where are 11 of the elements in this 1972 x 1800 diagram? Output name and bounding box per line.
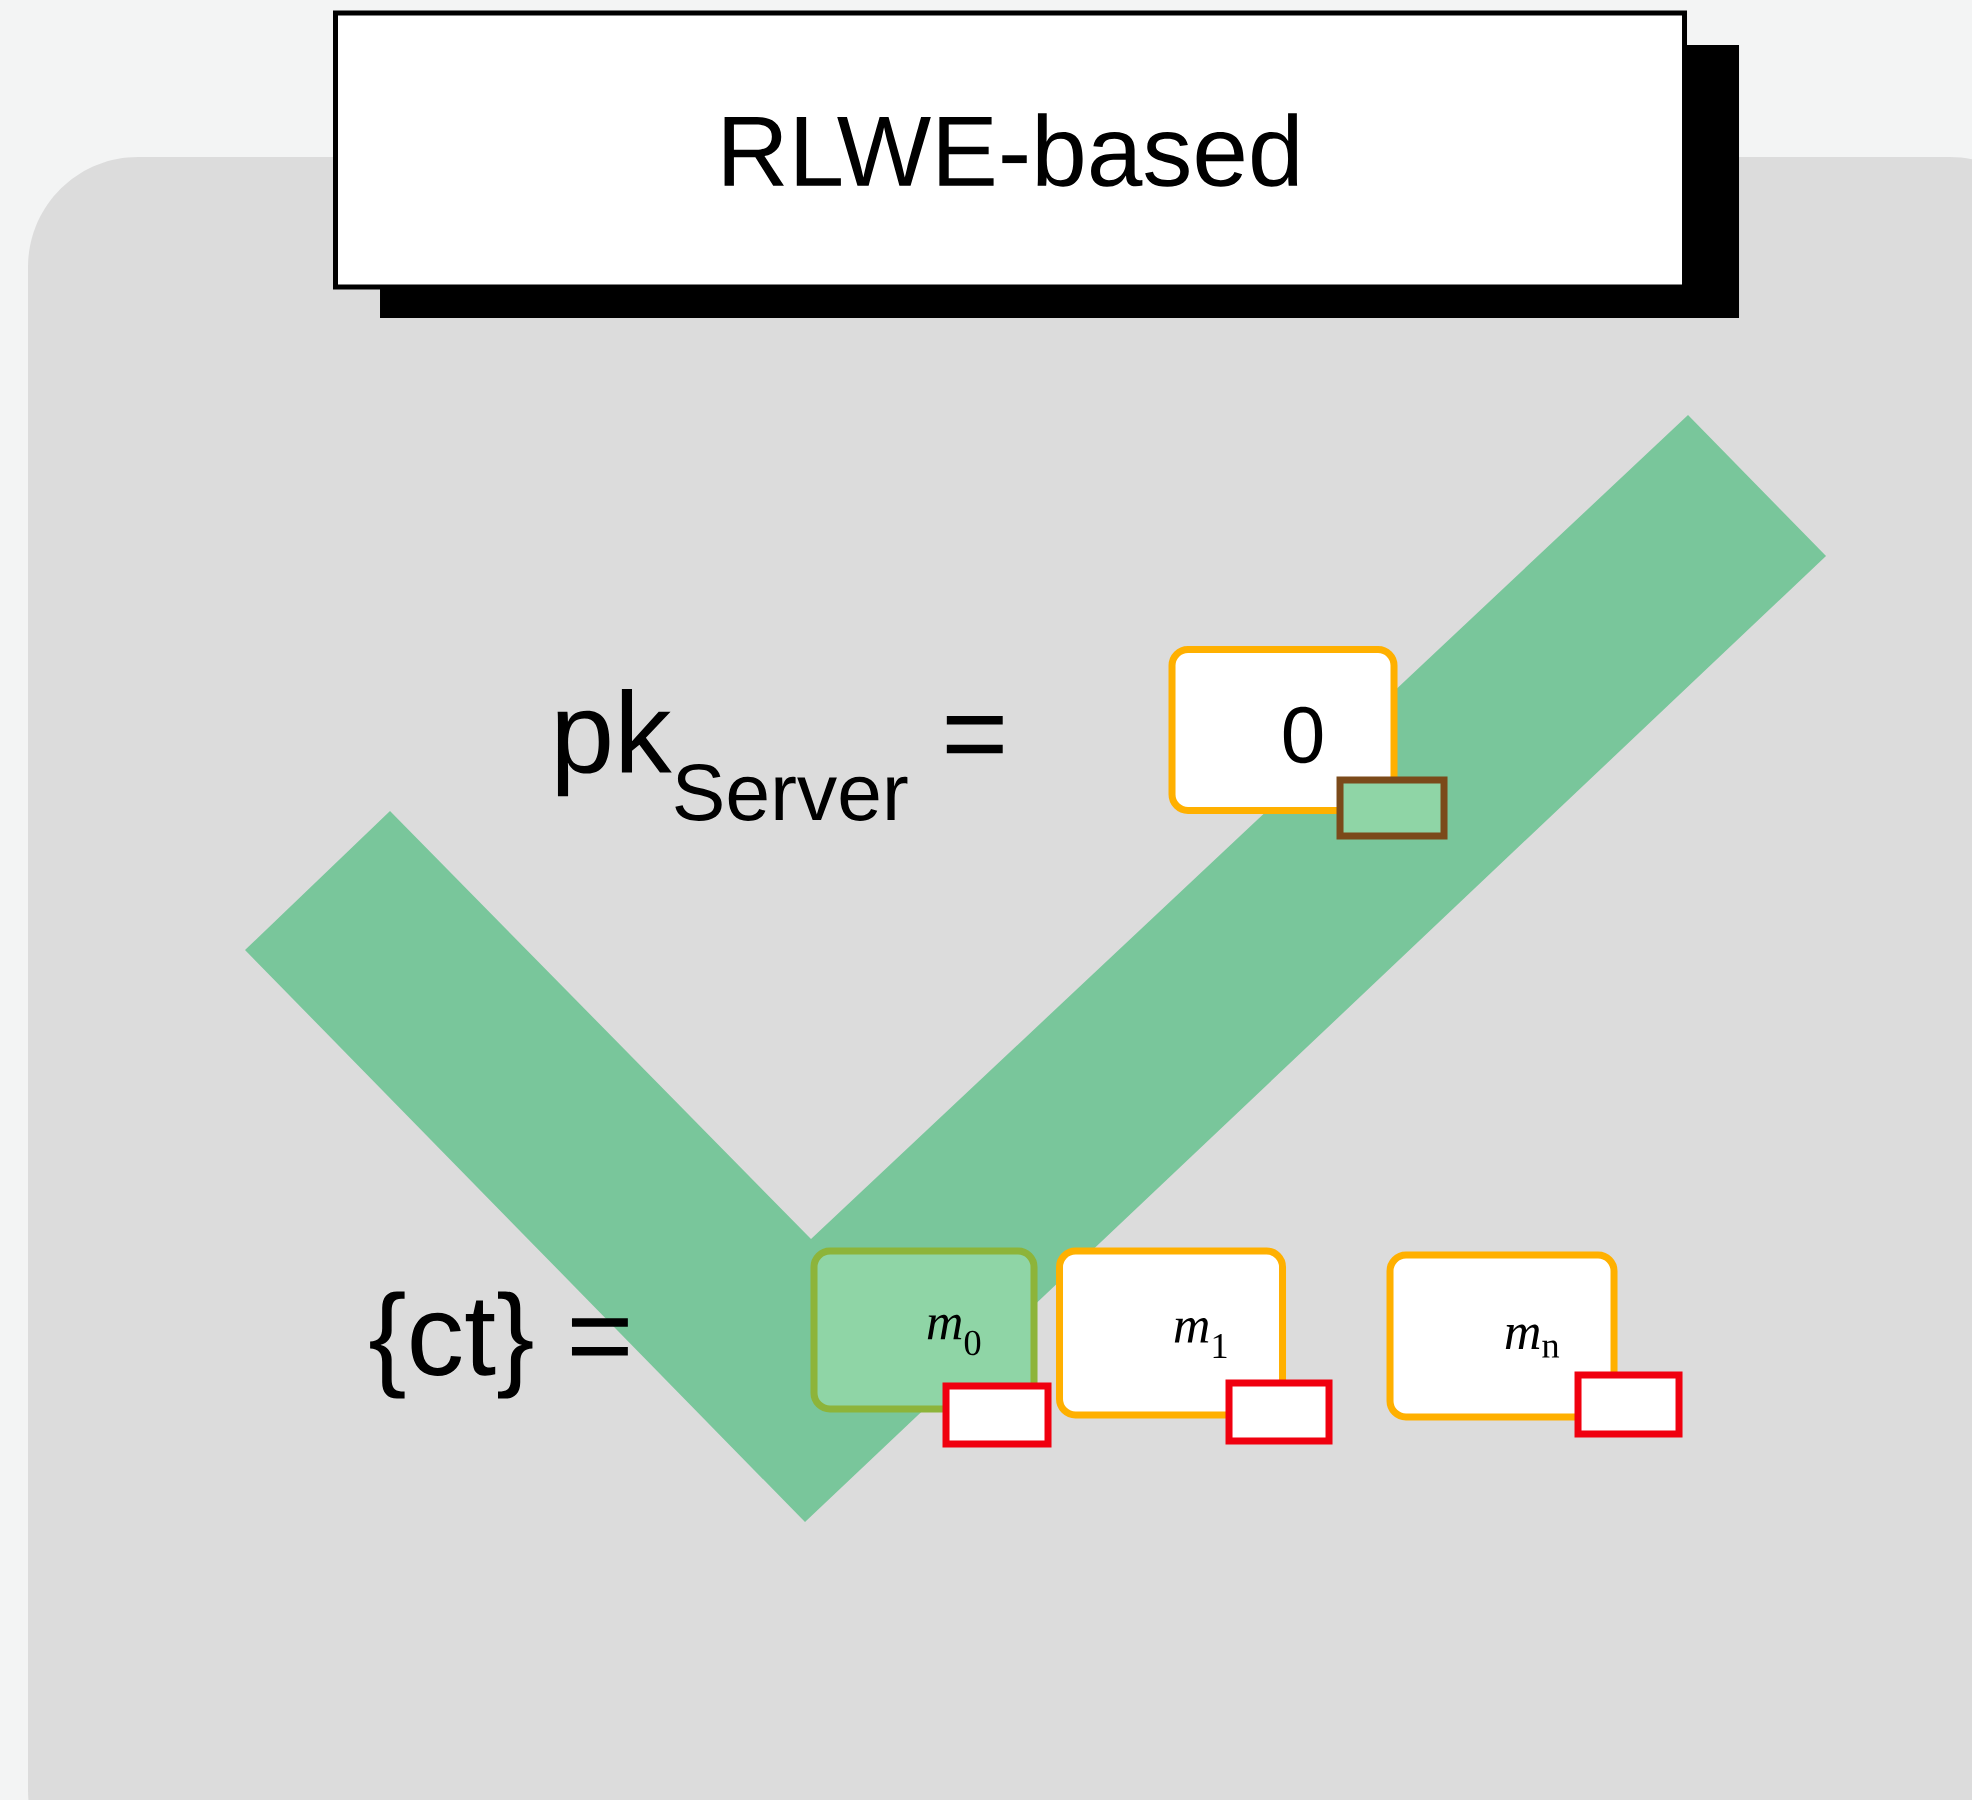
- formula-text: pk$_{Server}$ =: [557, 689, 1003, 821]
- value-box: m$_{n}$: [1386, 1251, 1618, 1421]
- value-box: m$_{0}$: [810, 1247, 1038, 1413]
- formula-text: {ct} =: [370, 1291, 628, 1399]
- title-box: RLWE-based: [333, 10, 1739, 318]
- value-box: 0: [1168, 646, 1398, 814]
- tag-box: [942, 1382, 1052, 1448]
- tag-box: [1574, 1371, 1683, 1438]
- tag-box: [1225, 1379, 1333, 1445]
- tag-box: [1336, 776, 1448, 840]
- value-box: m$_{1}$: [1056, 1247, 1286, 1419]
